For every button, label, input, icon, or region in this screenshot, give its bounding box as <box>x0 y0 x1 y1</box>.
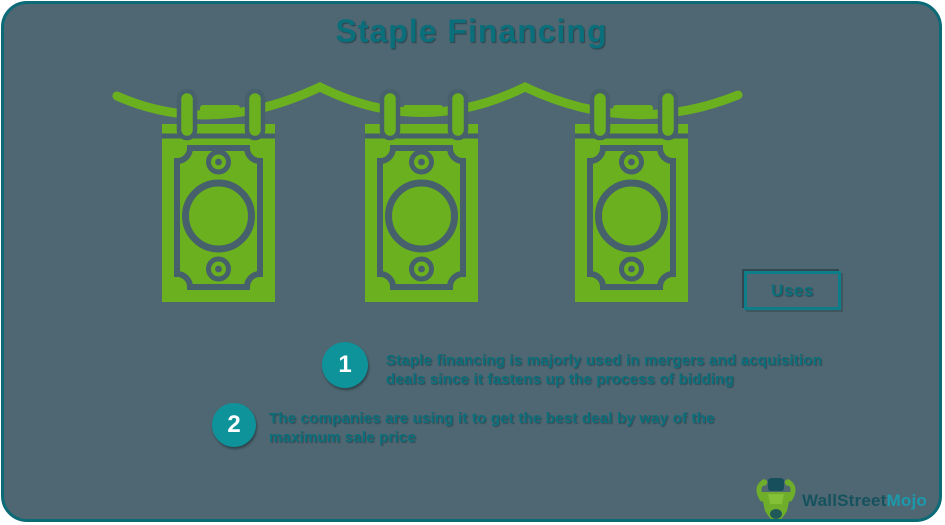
point-1-text: Staple financing is majorly used in merg… <box>386 342 822 389</box>
bull-mascot-icon <box>756 478 796 519</box>
money-bill-icon-2 <box>365 91 478 302</box>
logo-text-wallstreet: WallStreet <box>802 491 887 510</box>
clothesline-illustration <box>112 81 743 519</box>
step-2-badge: 2 <box>212 403 256 447</box>
uses-button: Uses <box>744 271 841 310</box>
wallstreetmojo-logo: WallStreetMojo <box>753 477 927 519</box>
page-title: Staple Financing <box>335 13 608 49</box>
point-1-line-1: Staple financing is majorly used in merg… <box>386 352 823 369</box>
step-1-badge: 1 <box>322 342 368 388</box>
point-2-text: The companies are using it to get the be… <box>269 403 715 447</box>
logo-text: WallStreetMojo <box>802 491 927 511</box>
money-bill-icon-1 <box>162 91 275 302</box>
money-bill-icon-3 <box>575 91 688 302</box>
point-2: 2 The companies are using it to get the … <box>212 403 715 447</box>
point-1-line-2: deals since it fastens up the process of… <box>386 371 735 388</box>
point-2-line-1: The companies are using it to get the be… <box>269 410 715 427</box>
point-2-line-2: maximum sale price <box>269 429 417 446</box>
point-1: 1 Staple financing is majorly used in me… <box>322 342 822 389</box>
logo-text-mojo: Mojo <box>886 491 927 510</box>
